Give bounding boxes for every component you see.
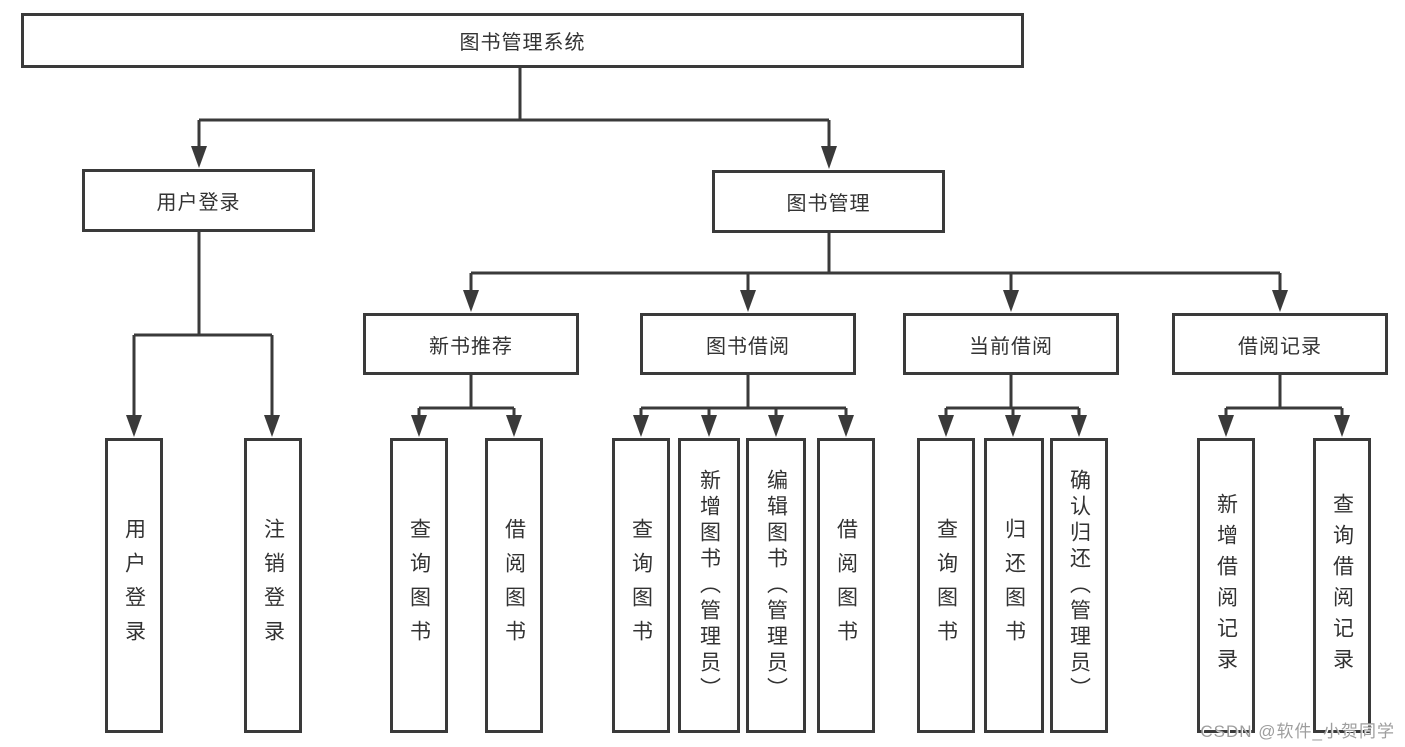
node-current-borrowing-label: 当前借阅 xyxy=(969,335,1053,358)
leaf-current-query-books: 查询图书 xyxy=(917,438,975,733)
node-borrowing-records-label: 借阅记录 xyxy=(1238,335,1322,358)
leaf-borrowing-add-books-admin: 新增图书（管理员） xyxy=(678,438,740,733)
node-user-login: 用户登录 xyxy=(82,169,315,232)
node-root-label: 图书管理系统 xyxy=(459,32,586,54)
node-new-book-recommendation-label: 新书推荐 xyxy=(429,335,513,358)
node-book-borrowing-label: 图书借阅 xyxy=(706,335,790,358)
node-new-book-recommendation: 新书推荐 xyxy=(363,313,579,375)
node-user-login-label: 用户登录 xyxy=(156,192,241,214)
node-current-borrowing: 当前借阅 xyxy=(903,313,1119,375)
leaf-current-return-books: 归还图书 xyxy=(984,438,1044,733)
leaf-recommend-borrow-books: 借阅图书 xyxy=(485,438,543,733)
leaf-recommend-query-books: 查询图书 xyxy=(390,438,448,733)
node-root: 图书管理系统 xyxy=(21,13,1024,68)
node-book-management: 图书管理 xyxy=(712,170,945,233)
node-book-borrowing: 图书借阅 xyxy=(640,313,856,375)
node-book-management-label: 图书管理 xyxy=(786,193,871,215)
csdn-watermark: CSDN @软件_小贺同学 xyxy=(1200,722,1395,741)
leaf-user-login: 用户登录 xyxy=(105,438,163,733)
leaf-logout-login: 注销登录 xyxy=(244,438,302,733)
leaf-records-query-borrow-record: 查询借阅记录 xyxy=(1313,438,1371,733)
leaf-records-add-borrow-record: 新增借阅记录 xyxy=(1197,438,1255,733)
leaf-borrowing-query-books: 查询图书 xyxy=(612,438,670,733)
leaf-borrowing-edit-books-admin: 编辑图书（管理员） xyxy=(746,438,806,733)
leaf-current-confirm-return-admin: 确认归还（管理员） xyxy=(1050,438,1108,733)
leaf-borrowing-borrow-books: 借阅图书 xyxy=(817,438,875,733)
node-borrowing-records: 借阅记录 xyxy=(1172,313,1388,375)
arrowheads xyxy=(126,146,1350,437)
